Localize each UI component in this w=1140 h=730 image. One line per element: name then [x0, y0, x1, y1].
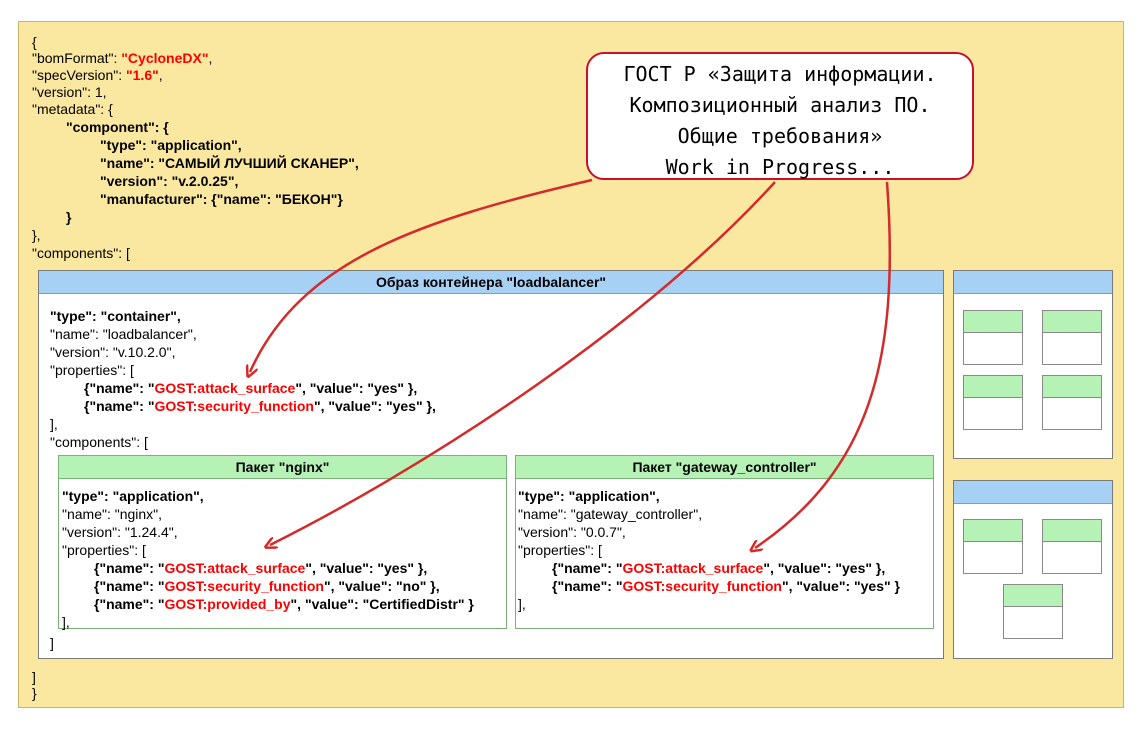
callout-line-3: Общие требования» — [677, 124, 883, 148]
gost-callout: ГОСТ Р «Защита информации. Композиционны… — [586, 52, 974, 180]
container-property-1: {"name": "GOST:attack_surface", "value":… — [84, 379, 417, 397]
container-p2-pre: {"name": " — [84, 398, 155, 414]
specversion-key: "specVersion": — [32, 67, 126, 83]
container-components-close: ] — [50, 635, 54, 651]
nginx-type-line: "type": "application", — [62, 488, 204, 504]
json-open-brace: { — [32, 34, 37, 50]
nginx-p3-pre: {"name": " — [94, 596, 165, 612]
nginx-p1-post: ", "value": "yes" }, — [305, 560, 428, 576]
gateway-version-line: "version": "0.0.7", — [518, 524, 626, 540]
container-version-line: "version": "v.10.2.0", — [50, 344, 176, 360]
gateway-type-line: "type": "application", — [518, 488, 660, 504]
placeholder-package — [1042, 375, 1102, 430]
gateway-p2-key: GOST:security_function — [622, 578, 782, 594]
container-p1-post: ", "value": "yes" }, — [295, 380, 418, 396]
component-line: "component": { — [66, 119, 169, 135]
json-close-brace: } — [32, 685, 37, 701]
nginx-p2-pre: {"name": " — [94, 578, 165, 594]
component-manufacturer-line: "manufacturer": {"name": "БЕКОН"} — [100, 191, 343, 207]
component-type-line: "type": "application", — [100, 137, 242, 153]
container-components-line: "components": [ — [50, 434, 148, 450]
nginx-p1-pre: {"name": " — [94, 560, 165, 576]
callout-line-1: ГОСТ Р «Защита информации. — [623, 62, 937, 86]
container-properties-line: "properties": [ — [50, 362, 134, 378]
gateway-properties-line: "properties": [ — [518, 542, 602, 558]
nginx-p3-key: GOST:provided_by — [164, 596, 291, 612]
container-name-line: "name": "loadbalancer", — [50, 326, 197, 342]
bomformat-value: "CycloneDX" — [121, 50, 209, 66]
specversion-value: "1.6" — [126, 67, 159, 83]
package-gateway-title: Пакет "gateway_controller" — [516, 456, 933, 479]
container-title: Образ контейнера "loadbalancer" — [39, 271, 943, 294]
metadata-line: "metadata": { — [32, 101, 113, 117]
callout-line-2: Композиционный анализ ПО. — [629, 93, 931, 117]
bomformat-key: "bomFormat": — [32, 50, 122, 66]
components-line: "components": [ — [32, 245, 130, 261]
nginx-p1-key: GOST:attack_surface — [164, 560, 306, 576]
nginx-property-1: {"name": "GOST:attack_surface", "value":… — [94, 559, 427, 577]
gateway-p1-key: GOST:attack_surface — [622, 560, 764, 576]
gateway-name-line: "name": "gateway_controller", — [518, 506, 703, 522]
component-close: } — [66, 209, 72, 225]
container-p1-key: GOST:attack_surface — [154, 380, 296, 396]
placeholder-package — [1042, 310, 1102, 365]
version-line: "version": 1, — [32, 84, 107, 100]
placeholder-package — [1003, 584, 1063, 639]
nginx-p2-key: GOST:security_function — [164, 578, 324, 594]
placeholder-package — [963, 375, 1023, 430]
nginx-property-3: {"name": "GOST:provided_by", "value": "C… — [94, 595, 474, 613]
specversion-line: "specVersion": "1.6", — [32, 67, 163, 83]
container-property-2: {"name": "GOST:security_function", "valu… — [84, 397, 436, 415]
package-nginx-title: Пакет "nginx" — [59, 456, 506, 479]
components-close: ] — [32, 669, 36, 685]
placeholder-container-1-header — [954, 271, 1112, 294]
gateway-p1-post: ", "value": "yes" }, — [763, 560, 886, 576]
nginx-property-2: {"name": "GOST:security_function", "valu… — [94, 577, 440, 595]
component-name-line: "name": "САМЫЙ ЛУЧШИЙ СКАНЕР", — [100, 155, 359, 171]
placeholder-package — [1042, 519, 1102, 574]
container-p1-pre: {"name": " — [84, 380, 155, 396]
nginx-p2-post: ", "value": "no" }, — [323, 578, 440, 594]
metadata-close: }, — [32, 227, 41, 243]
placeholder-package — [963, 310, 1023, 365]
nginx-properties-close: ], — [62, 614, 70, 630]
container-type-line: "type": "container", — [50, 308, 181, 324]
gateway-p1-pre: {"name": " — [552, 560, 623, 576]
component-version-line: "version": "v.2.0.25", — [100, 173, 239, 189]
gateway-p2-post: ", "value": "yes" } — [781, 578, 900, 594]
container-p2-post: ", "value": "yes" }, — [313, 398, 436, 414]
callout-line-4: Work in Progress... — [665, 155, 895, 179]
container-properties-close: ], — [50, 416, 58, 432]
container-p2-key: GOST:security_function — [154, 398, 314, 414]
nginx-properties-line: "properties": [ — [62, 542, 146, 558]
nginx-p3-post: ", "value": "CertifiedDistr" } — [290, 596, 474, 612]
bomformat-line: "bomFormat": "CycloneDX", — [32, 50, 213, 66]
placeholder-package — [963, 519, 1023, 574]
gateway-property-2: {"name": "GOST:security_function", "valu… — [552, 577, 900, 595]
nginx-name-line: "name": "nginx", — [62, 506, 163, 522]
placeholder-container-2-header — [954, 481, 1112, 504]
nginx-version-line: "version": "1.24.4", — [62, 524, 178, 540]
gateway-properties-close: ], — [518, 596, 526, 612]
gateway-p2-pre: {"name": " — [552, 578, 623, 594]
gateway-property-1: {"name": "GOST:attack_surface", "value":… — [552, 559, 885, 577]
